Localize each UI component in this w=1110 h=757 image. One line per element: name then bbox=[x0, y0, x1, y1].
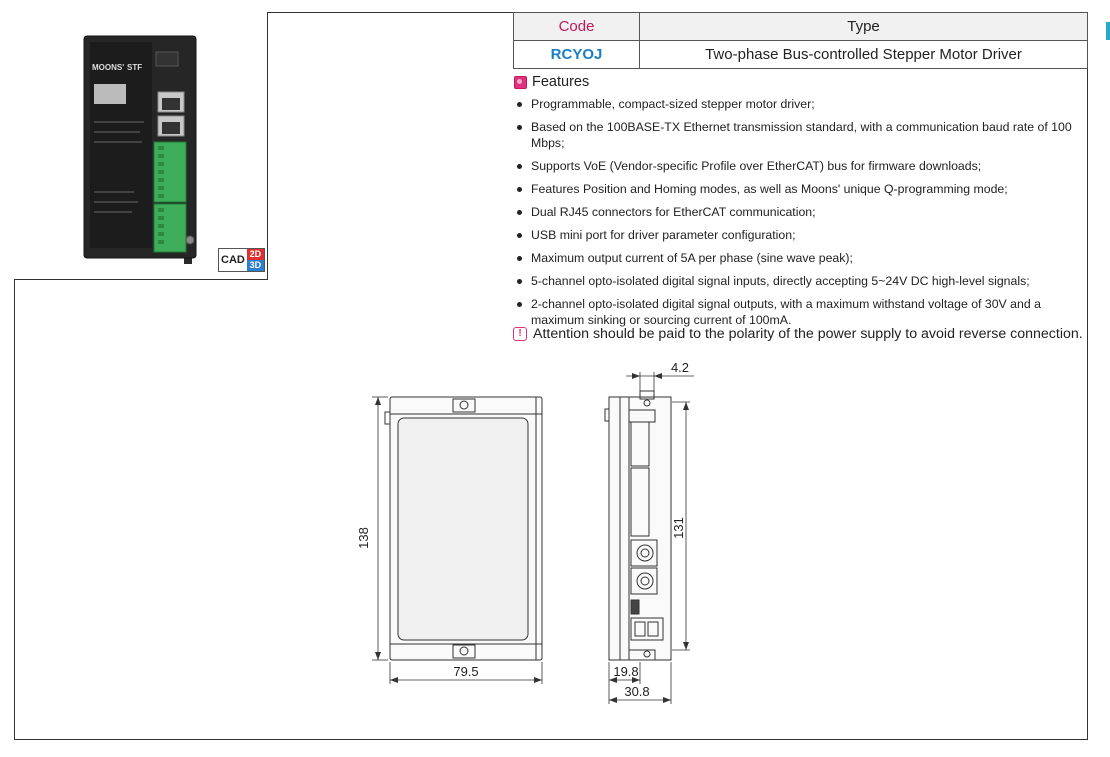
warning-icon: ! bbox=[513, 327, 527, 341]
features-title: Features bbox=[532, 74, 590, 90]
list-item: Dual RJ45 connectors for EtherCAT commun… bbox=[514, 204, 1084, 220]
dim-height-side: 131 bbox=[671, 517, 686, 539]
type-value: Two-phase Bus-controlled Stepper Motor D… bbox=[639, 40, 1088, 69]
list-item: 5-channel opto-isolated digital signal i… bbox=[514, 273, 1084, 289]
spec-table-row: RCYOJ Two-phase Bus-controlled Stepper M… bbox=[513, 40, 1088, 69]
type-header: Type bbox=[639, 12, 1088, 41]
list-item: Maximum output current of 5A per phase (… bbox=[514, 250, 1084, 266]
attention-note: ! Attention should be paid to the polari… bbox=[513, 326, 1083, 342]
features-heading: Features bbox=[514, 74, 589, 90]
product-model: STF bbox=[127, 63, 142, 72]
dim-top-offset: 4.2 bbox=[671, 360, 689, 375]
features-square-icon bbox=[514, 75, 527, 89]
code-header: Code bbox=[513, 12, 640, 41]
list-item: Supports VoE (Vendor-specific Profile ov… bbox=[514, 158, 1084, 174]
list-item: 2-channel opto-isolated digital signal o… bbox=[514, 296, 1084, 328]
attention-text: Attention should be paid to the polarity… bbox=[533, 326, 1083, 342]
cad-badge[interactable]: CAD 2D 3D bbox=[218, 248, 265, 272]
list-item: USB mini port for driver parameter confi… bbox=[514, 227, 1084, 243]
list-item: Features Position and Homing modes, as w… bbox=[514, 181, 1084, 197]
dim-width-front: 79.5 bbox=[453, 664, 478, 679]
cad-2d-label[interactable]: 2D bbox=[246, 249, 264, 260]
dim-side-total: 30.8 bbox=[624, 684, 649, 699]
features-list: Programmable, compact-sized stepper moto… bbox=[514, 96, 1084, 335]
spec-table-header-row: Code Type bbox=[513, 12, 1088, 41]
dim-side-inner: 19.8 bbox=[613, 664, 638, 679]
side-tab-marker bbox=[1106, 22, 1110, 40]
dim-height-front: 138 bbox=[356, 527, 371, 549]
list-item: Based on the 100BASE-TX Ethernet transmi… bbox=[514, 119, 1084, 151]
product-image: MOONS' STF bbox=[83, 35, 197, 264]
list-item: Programmable, compact-sized stepper moto… bbox=[514, 96, 1084, 112]
cad-3d-label[interactable]: 3D bbox=[246, 260, 264, 271]
spec-table: Code Type RCYOJ Two-phase Bus-controlled… bbox=[513, 12, 1088, 69]
code-value: RCYOJ bbox=[513, 40, 640, 69]
product-brand: MOONS' bbox=[92, 63, 124, 72]
cad-label: CAD bbox=[221, 254, 245, 266]
product-photo-box: MOONS' STF bbox=[14, 12, 268, 280]
